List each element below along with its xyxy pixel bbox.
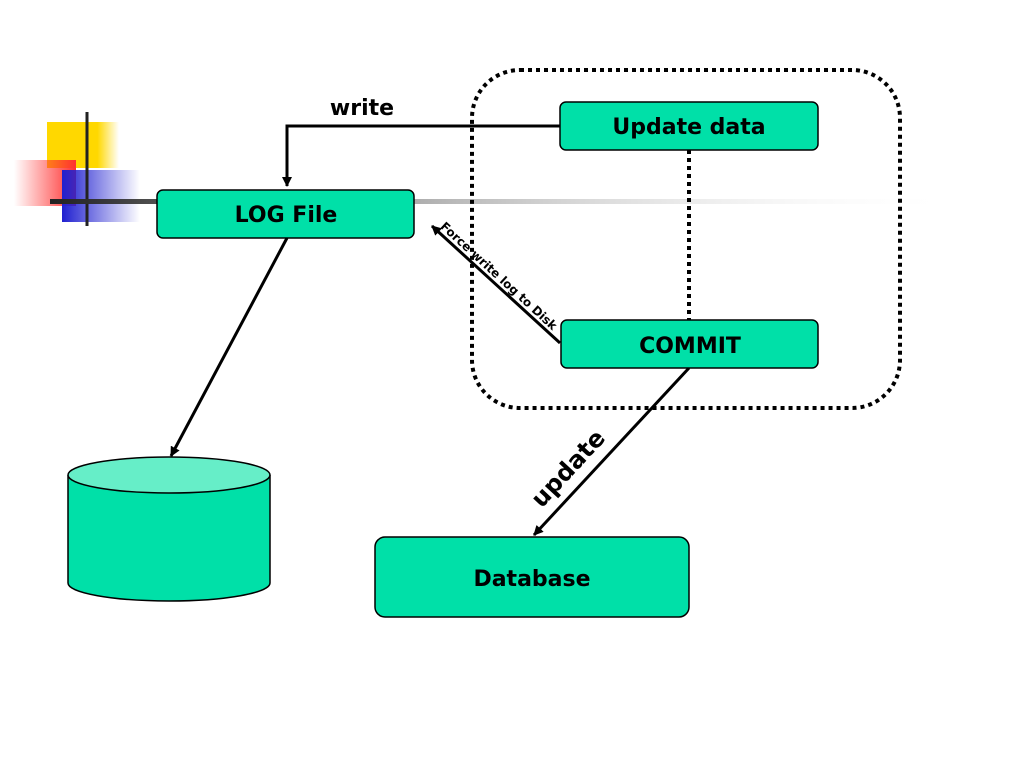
update-data-node (559, 101, 819, 151)
write-label: write (330, 96, 394, 121)
force-write-label: Force write log to Disk (438, 219, 561, 333)
logo-squares (14, 112, 140, 226)
commit-node (560, 319, 819, 369)
commit-update-arrow (532, 366, 691, 537)
logo-blue-square (62, 170, 140, 222)
force-write-arrow (430, 224, 562, 345)
log-file-label: LOG File (235, 203, 338, 228)
log-to-disk-arrow (169, 237, 289, 457)
transaction-group-border (470, 68, 902, 410)
log-disk-cylinder (67, 456, 271, 602)
log-file-node (156, 189, 415, 239)
commit-label: COMMIT (639, 334, 741, 359)
disk-body (67, 475, 271, 602)
database-label: Database (473, 567, 590, 592)
write-arrow (282, 124, 560, 187)
database-node (374, 536, 690, 618)
title-rule (50, 199, 960, 204)
disk-top (67, 456, 271, 494)
update-data-label: Update data (612, 115, 765, 140)
